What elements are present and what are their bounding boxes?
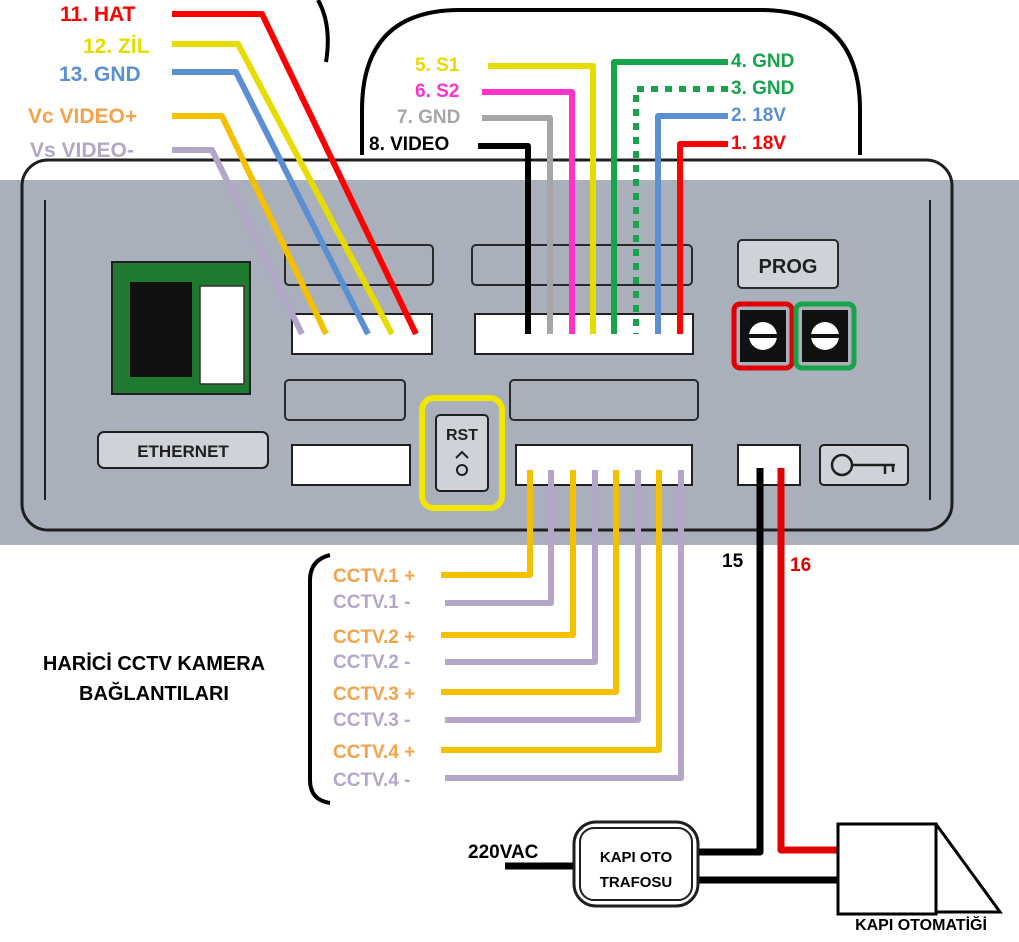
- ethernet-label: ETHERNET: [137, 442, 229, 461]
- aux-connector-socket: [291, 444, 411, 486]
- wire-15: [698, 468, 764, 856]
- prog-button-green-frame: [793, 301, 857, 371]
- cctv-section-title-1: HARİCİ CCTV KAMERA: [42, 653, 266, 675]
- wire-label-s1: 5. S1: [415, 55, 460, 76]
- wire-cctv-7: [441, 470, 662, 753]
- wire-label-18v-2: 2. 18V: [731, 105, 786, 126]
- transformer: KAPI OTO TRAFOSU: [572, 820, 700, 908]
- cctv-label-1-minus: CCTV.1 -: [333, 592, 411, 613]
- wire-label-gnd-4: 4. GND: [731, 51, 795, 72]
- prog-label: PROG: [759, 256, 818, 278]
- cctv-label-4-plus: CCTV.4 +: [333, 742, 416, 763]
- wire-gnd-7: [482, 115, 553, 334]
- reset-highlight: [419, 395, 505, 511]
- door-connector-socket: [737, 444, 801, 486]
- cctv-bracket: [308, 553, 331, 805]
- door-lock: [836, 822, 1003, 916]
- wire-video: [478, 143, 531, 334]
- wire-cctv-5: [441, 470, 619, 695]
- wire-label-16: 16: [790, 555, 812, 576]
- reset-label: RST: [446, 427, 478, 444]
- cctv-label-2-minus: CCTV.2 -: [333, 652, 411, 673]
- wire-label-video-plus: Vc VIDEO+: [28, 105, 138, 128]
- cctv-label-3-plus: CCTV.3 +: [333, 684, 416, 705]
- cctv-label-1-plus: CCTV.1 +: [333, 566, 416, 587]
- wire-18v-1: [677, 141, 728, 334]
- wire-label-gnd-13: 13. GND: [59, 63, 141, 86]
- door-lock-label: KAPI OTOMATİĞİ: [855, 917, 987, 934]
- left-bracket-arc: [316, 0, 330, 63]
- wire-label-18v-1: 1. 18V: [731, 133, 786, 154]
- key-icon: [819, 444, 909, 486]
- wire-label-hat: 11. HAT: [60, 3, 136, 26]
- wire-s1: [488, 63, 596, 334]
- supply-label: 220VAC: [468, 842, 539, 863]
- wire-gnd-3: [633, 86, 728, 334]
- wire-label-gnd-3: 3. GND: [731, 78, 795, 99]
- cctv-label-4-minus: CCTV.4 -: [333, 770, 411, 791]
- ethernet-module: [97, 261, 269, 469]
- wire-cctv-4: [445, 470, 598, 665]
- wire-zil: [172, 41, 395, 336]
- wire-label-s2: 6. S2: [415, 81, 460, 102]
- prog-button-1[interactable]: [740, 310, 786, 362]
- wire-cctv-1: [441, 470, 533, 578]
- wire-16: [777, 468, 838, 854]
- wire-hat: [172, 11, 419, 336]
- wire-18v-2: [655, 113, 728, 334]
- right-bracket-arc: [360, 8, 862, 155]
- wires: [172, 11, 838, 884]
- wire-video-plus: [172, 113, 329, 336]
- wire-gnd-13: [172, 69, 371, 336]
- transformer-label-1: KAPI OTO: [600, 849, 673, 866]
- wire-video-minus: [172, 147, 305, 336]
- cctv-label-2-plus: CCTV.2 +: [333, 627, 416, 648]
- wire-label-gnd-7: 7. GND: [397, 107, 461, 128]
- wire-gnd-4: [611, 59, 728, 334]
- wire-s2: [482, 89, 575, 334]
- intercom-board: PROG ETHERNET RST: [0, 158, 1019, 545]
- board-outline: [20, 158, 954, 532]
- wire-label-15: 15: [722, 551, 744, 572]
- wire-cctv-6: [445, 470, 641, 723]
- cctv-connector-socket: [515, 444, 693, 486]
- prog-button-2[interactable]: [802, 310, 848, 362]
- wire-label-zil: 12. ZİL: [83, 35, 150, 58]
- wire-label-video-minus: Vs VIDEO-: [30, 139, 134, 162]
- prog-button-red-frame: [731, 301, 795, 371]
- wire-label-video: 8. VIDEO: [369, 134, 450, 155]
- cctv-label-3-minus: CCTV.3 -: [333, 710, 411, 731]
- transformer-label-2: TRAFOSU: [600, 874, 673, 891]
- wire-cctv-3: [441, 470, 576, 638]
- reset-arrow-icon: [455, 450, 469, 476]
- wire-cctv-2: [445, 470, 554, 606]
- cctv-section-title-2: BAĞLANTILARI: [79, 683, 229, 705]
- wire-cctv-8: [445, 470, 684, 781]
